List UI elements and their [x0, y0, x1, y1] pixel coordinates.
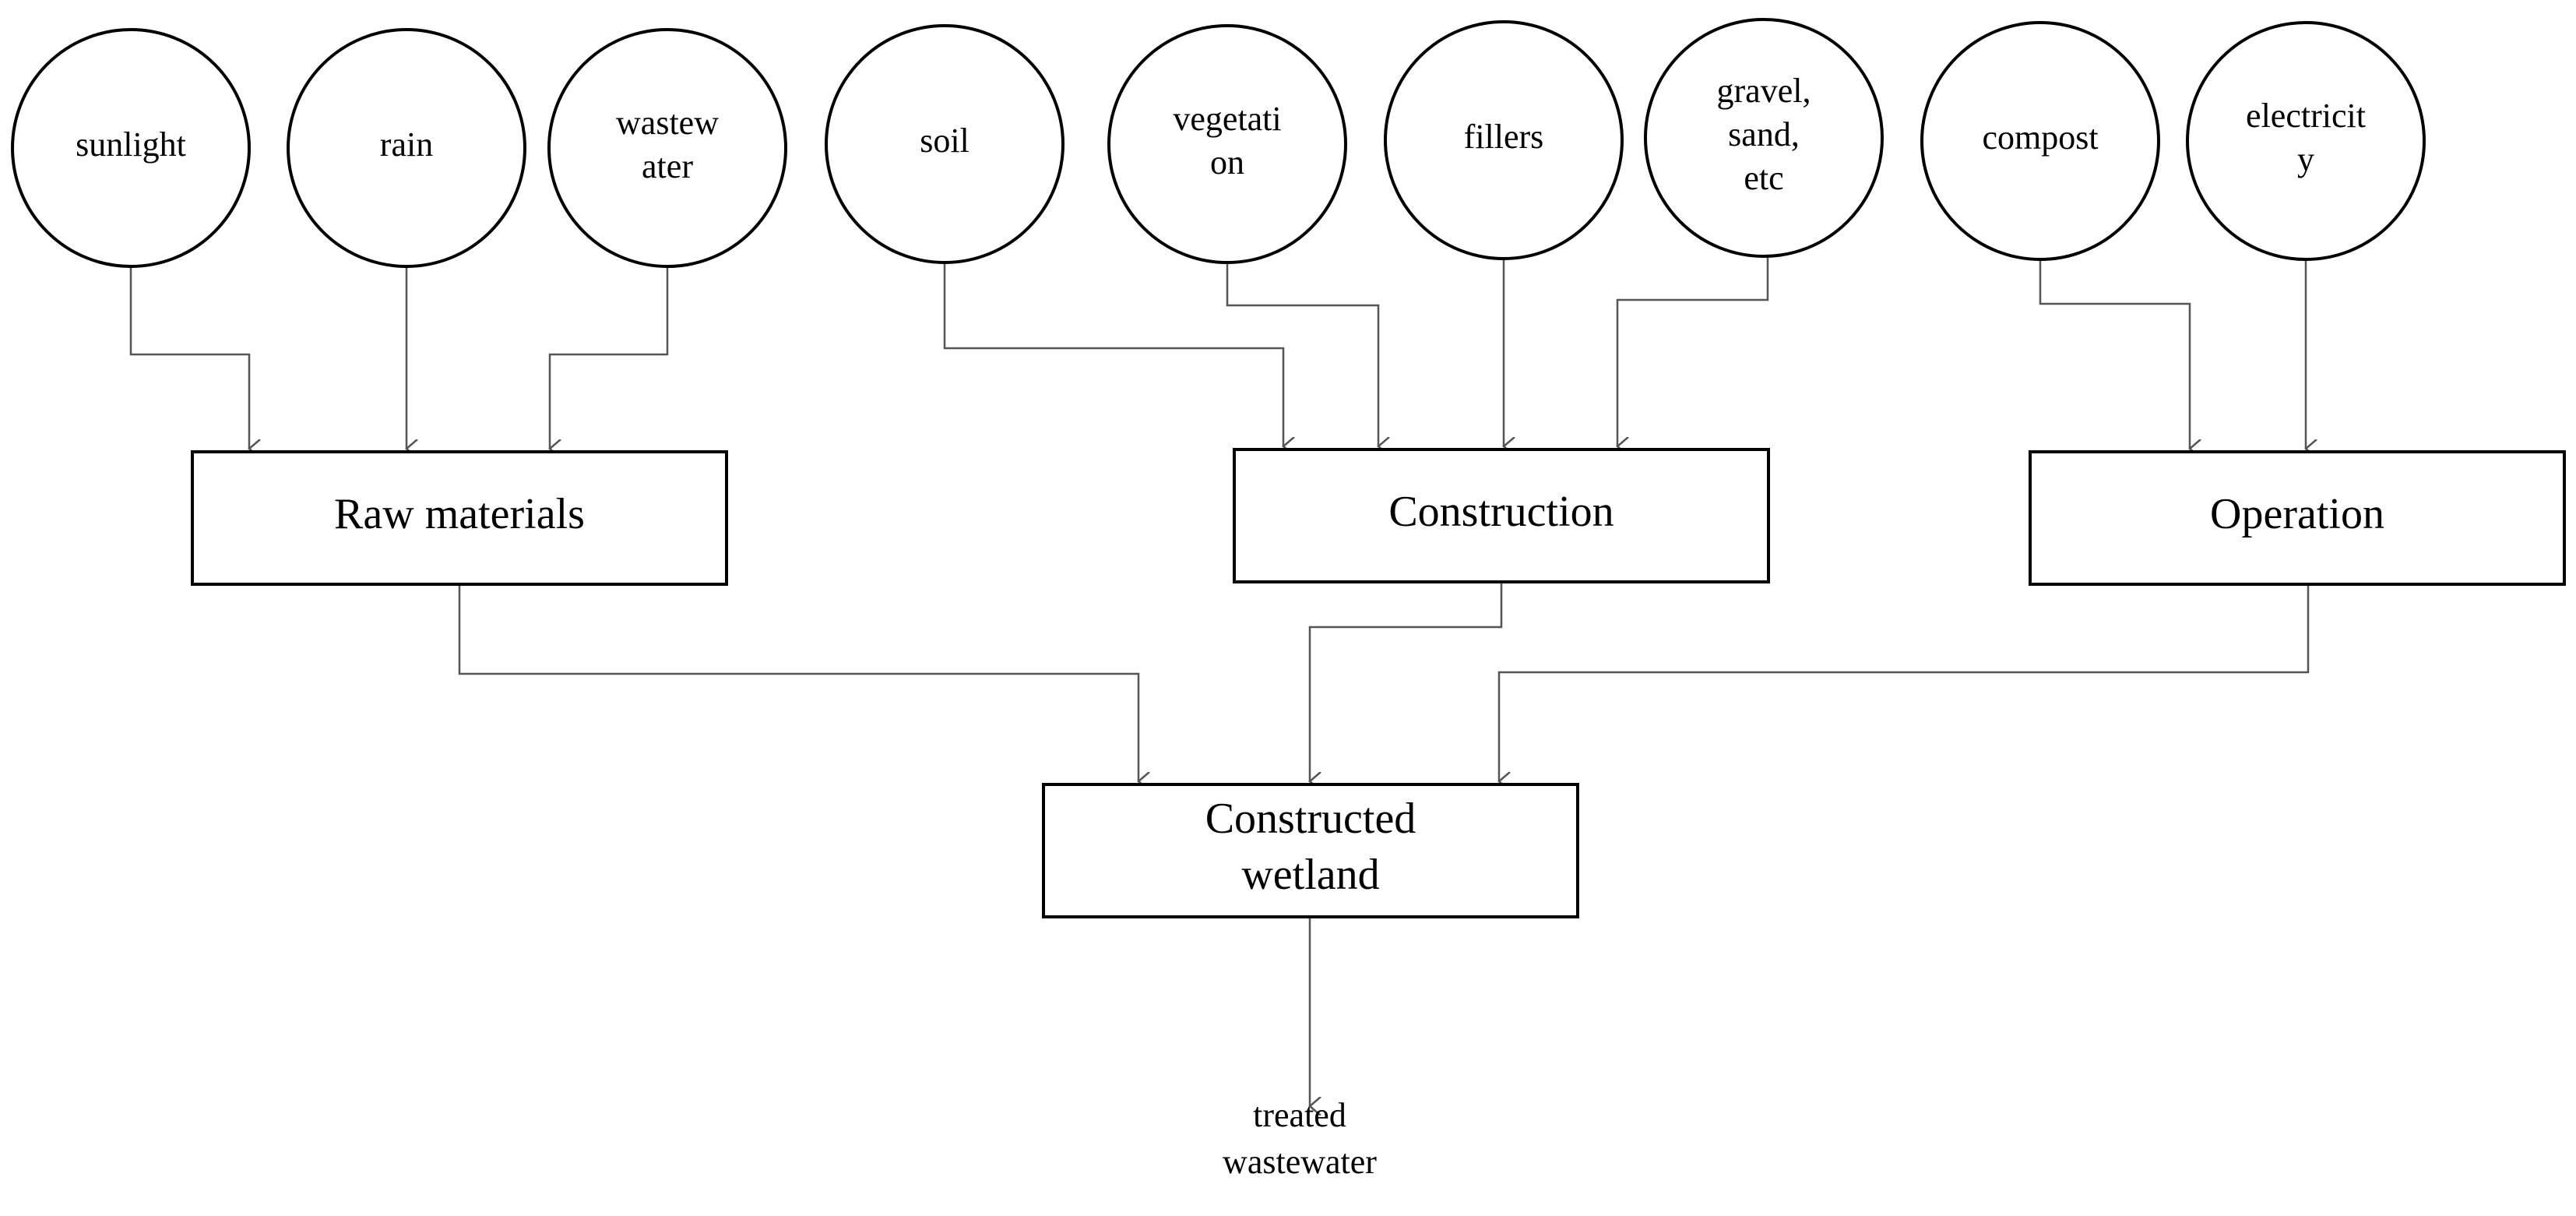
input-label-gravel-line-2: sand,	[1728, 115, 1800, 153]
output-node-treated: treated wastewater	[1223, 1096, 1377, 1181]
input-label-electricity-line-1: electricit	[2246, 97, 2366, 135]
output-label-treated-line-1: treated	[1253, 1096, 1346, 1134]
stage-label-operation-line-1: Operation	[2210, 490, 2384, 538]
connector-wastewater-to-raw	[550, 266, 669, 449]
input-circle-compost	[1920, 21, 2160, 261]
connector-operation-to-wetland	[1499, 584, 2310, 781]
input-circle-sunlight	[11, 28, 251, 268]
input-label-gravel-line-3: etc	[1744, 159, 1783, 197]
stage-label-raw-line-1: Raw materials	[334, 490, 585, 538]
input-node-compost: compost	[1920, 21, 2160, 261]
input-node-vegetation: vegetati on	[1107, 24, 1347, 264]
input-node-sunlight: sunlight	[11, 28, 251, 268]
input-label-soil-line-1: soil	[920, 122, 970, 160]
connector-compost-to-operation	[2039, 259, 2190, 449]
input-circle-wastewater	[547, 28, 787, 268]
stage-box-raw	[191, 450, 728, 586]
stage-node-operation: Operation	[2029, 450, 2566, 586]
stage-node-construction: Construction	[1233, 448, 1770, 583]
connector-gravel-to-construction	[1617, 256, 1769, 446]
connector-raw-to-wetland	[458, 584, 1138, 781]
input-node-soil: soil	[825, 24, 1065, 264]
input-circle-gravel	[1644, 18, 1884, 258]
input-label-vegetation-line-1: vegetati	[1173, 100, 1281, 138]
input-circle-soil	[825, 24, 1065, 264]
nodes: sunlight rain wastew ater soil vegetati on fill…	[11, 18, 2566, 1181]
output-label-treated-line-2: wastewater	[1223, 1143, 1377, 1181]
system-box-wetland	[1042, 783, 1579, 918]
input-label-rain-line-1: rain	[380, 125, 433, 164]
stage-box-construction	[1233, 448, 1770, 583]
input-label-compost-line-1: compost	[1982, 118, 2098, 157]
system-label-wetland-line-2: wetland	[1241, 851, 1379, 899]
input-node-fillers: fillers	[1384, 20, 1624, 260]
input-circle-fillers	[1384, 20, 1624, 260]
stage-label-construction-line-1: Construction	[1388, 488, 1614, 536]
input-node-electricity: electricit y	[2186, 21, 2426, 261]
input-label-wastewater-line-2: ater	[642, 147, 693, 185]
input-label-fillers-line-1: fillers	[1464, 118, 1544, 156]
input-label-gravel-line-1: gravel,	[1717, 72, 1811, 110]
input-node-rain: rain	[287, 28, 526, 268]
input-circle-electricity	[2186, 21, 2426, 261]
input-label-electricity-line-2: y	[2297, 140, 2314, 178]
input-node-gravel: gravel, sand, etc	[1644, 18, 1884, 258]
connectors	[129, 256, 2310, 1106]
stage-node-raw: Raw materials	[191, 450, 728, 586]
input-label-wastewater-line-1: wastew	[616, 104, 719, 142]
input-circle-vegetation	[1107, 24, 1347, 264]
input-node-wastewater: wastew ater	[547, 28, 787, 268]
stage-box-operation	[2029, 450, 2566, 586]
connector-construction-to-wetland	[1310, 582, 1503, 781]
input-label-sunlight-line-1: sunlight	[76, 125, 186, 164]
system-node-wetland: Constructed wetland	[1042, 783, 1579, 918]
system-label-wetland-line-1: Constructed	[1205, 795, 1416, 843]
input-circle-rain	[287, 28, 526, 268]
connector-soil-to-construction	[943, 263, 1283, 446]
input-label-vegetation-line-2: on	[1210, 143, 1244, 182]
connector-vegetation-to-construction	[1226, 263, 1378, 446]
connector-sunlight-to-raw	[129, 266, 249, 449]
